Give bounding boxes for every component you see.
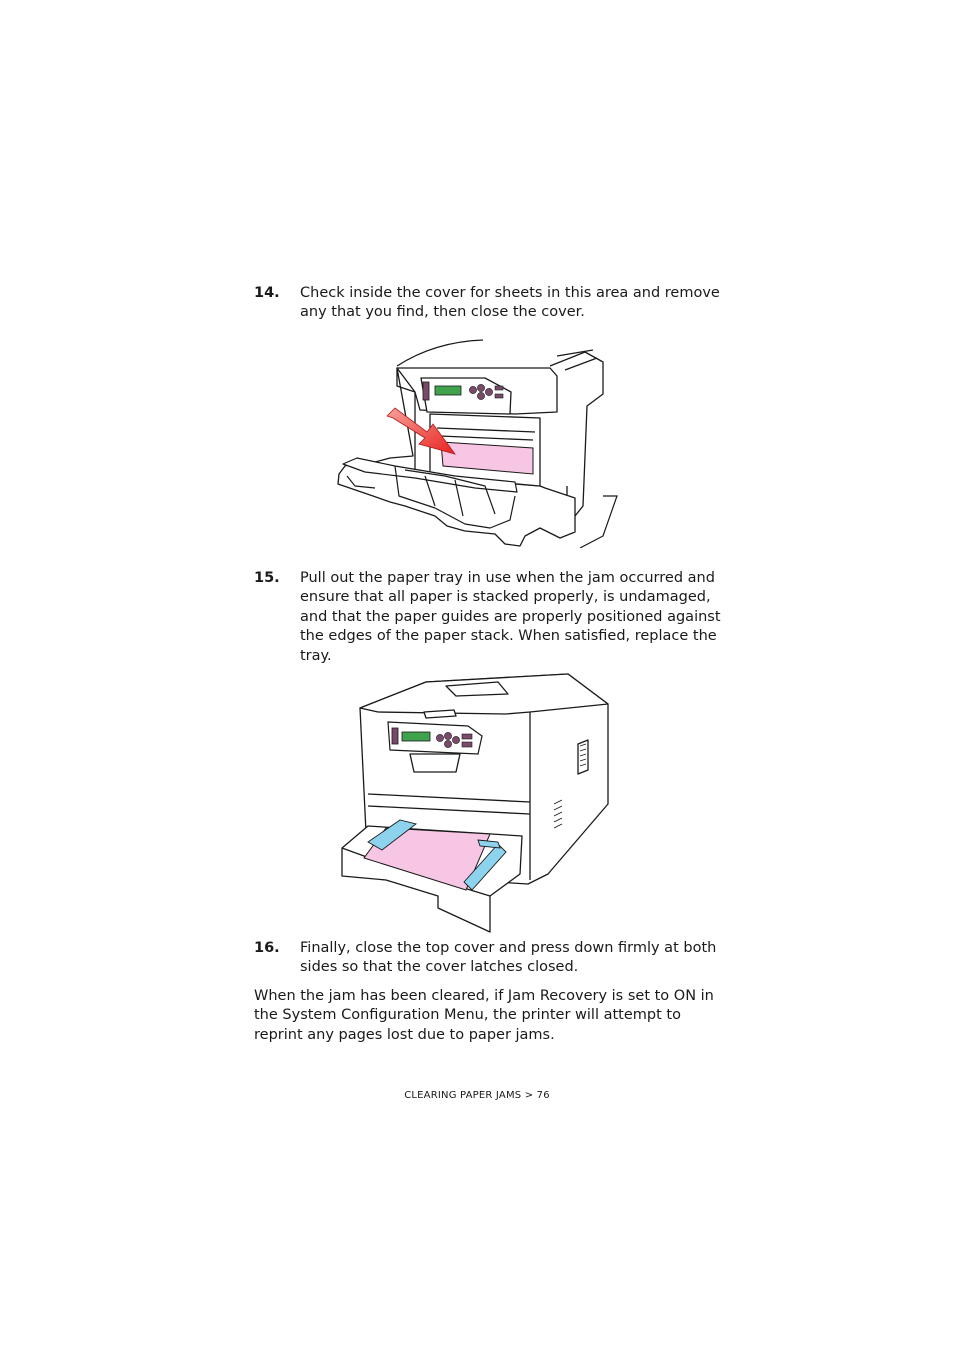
printer-paper-tray-illustration bbox=[341, 673, 609, 933]
step-number: 16. bbox=[254, 940, 280, 956]
printer-open-cover-illustration bbox=[337, 339, 618, 548]
page-footer: CLEARING PAPER JAMS > 76 bbox=[404, 1090, 550, 1101]
step-text: Check inside the cover for sheets in thi… bbox=[300, 285, 720, 321]
step-number: 14. bbox=[254, 285, 280, 301]
step-text: Finally, close the top cover and press d… bbox=[300, 940, 717, 976]
closing-paragraph: When the jam has been cleared, if Jam Re… bbox=[254, 988, 714, 1043]
step-number: 15. bbox=[254, 570, 280, 586]
step-text: Pull out the paper tray in use when the … bbox=[300, 570, 721, 664]
